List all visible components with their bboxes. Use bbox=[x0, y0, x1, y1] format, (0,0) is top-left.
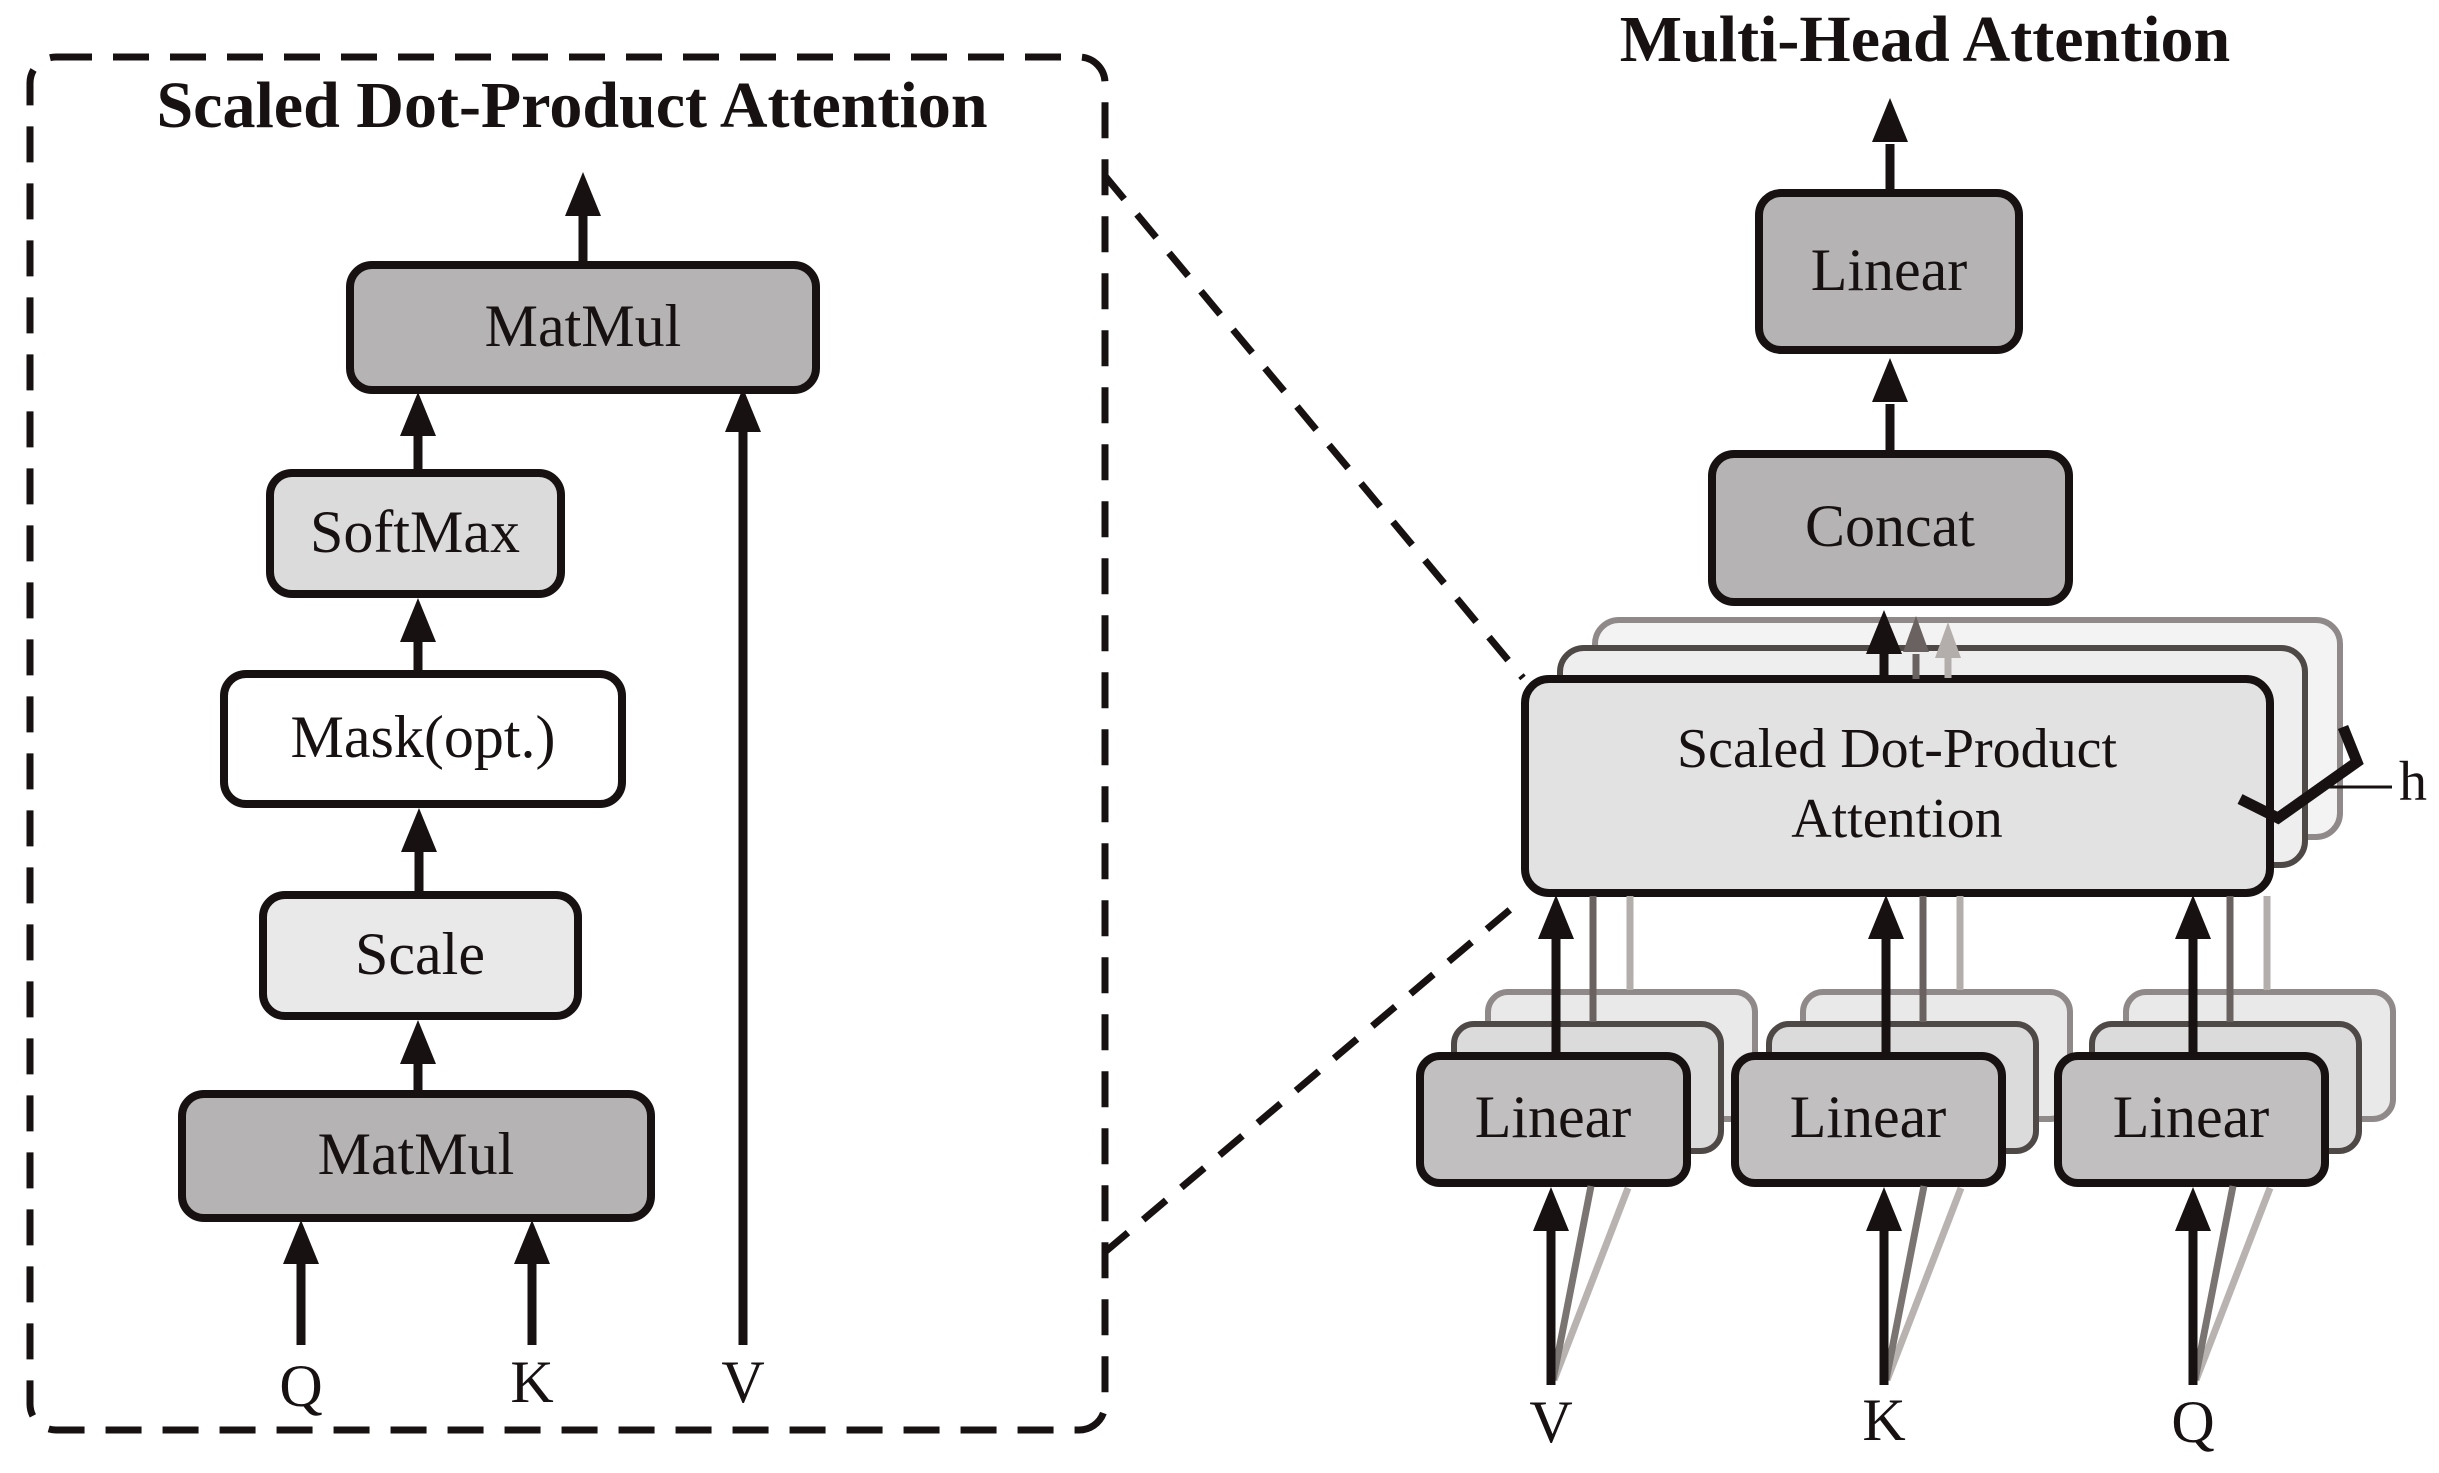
matmul-to-scale-arrowhead-icon bbox=[400, 1020, 436, 1064]
v-fan-line-back bbox=[1550, 1186, 1632, 1382]
k-fan-line-middle bbox=[1882, 1185, 1928, 1381]
mask-to-softmax-arrowhead-icon bbox=[400, 598, 436, 642]
sdpa-to-concat-arrowhead-front-icon bbox=[1866, 610, 1902, 654]
matmul-bottom-label: MatMul bbox=[318, 1121, 515, 1187]
linear-k-plate-front bbox=[1731, 1052, 2006, 1187]
linear-v-label: Linear bbox=[1475, 1084, 1632, 1150]
matmul-top-block: MatMul bbox=[346, 261, 820, 394]
linear-q-plate-front bbox=[2054, 1052, 2329, 1187]
linear-stack-v: Linear bbox=[1416, 989, 1758, 1187]
sdpa-stack: Scaled Dot-Product Attention bbox=[1521, 617, 2343, 897]
mask-box bbox=[220, 670, 626, 808]
left-panel-title: Scaled Dot-Product Attention bbox=[156, 69, 987, 142]
v-fan-line-middle bbox=[1549, 1185, 1595, 1381]
linear-out-label: Linear bbox=[1811, 237, 1968, 303]
v-input-arrowhead-icon bbox=[725, 388, 761, 432]
scale-label: Scale bbox=[355, 921, 485, 987]
softmax-box bbox=[266, 469, 565, 598]
concat-block: Concat bbox=[1708, 450, 2073, 606]
matmul-bottom-box bbox=[178, 1090, 655, 1222]
mha-output-arrowhead-icon bbox=[1872, 98, 1908, 142]
softmax-label: SoftMax bbox=[310, 499, 520, 565]
multi-head-attention-panel: Multi-Head Attention Linear Concat Scale… bbox=[1416, 3, 2427, 1455]
k-input-arrowhead-icon bbox=[514, 1220, 550, 1264]
sdpa-plate-front bbox=[1521, 675, 2274, 897]
v-to-sdpa-arrowhead-icon bbox=[1538, 895, 1574, 939]
softmax-block: SoftMax bbox=[266, 469, 565, 598]
k-input-label: K bbox=[510, 1349, 553, 1415]
sdpa-to-concat-arrowhead-middle-icon bbox=[1903, 616, 1929, 652]
mask-block: Mask(opt.) bbox=[220, 670, 626, 808]
mask-label: Mask(opt.) bbox=[291, 704, 556, 770]
q-input-label: Q bbox=[279, 1353, 322, 1419]
linear-out-box bbox=[1755, 189, 2023, 354]
sdpa-to-concat-arrowhead-back-icon bbox=[1935, 622, 1961, 658]
q-fan-arrowhead-icon bbox=[2175, 1187, 2211, 1231]
q-fan-line-middle bbox=[2191, 1185, 2237, 1381]
scale-block: Scale bbox=[259, 891, 582, 1020]
concat-box bbox=[1708, 450, 2073, 606]
linear-stack-k: Linear bbox=[1731, 989, 2073, 1187]
softmax-to-matmul-arrowhead-icon bbox=[400, 392, 436, 436]
linear-v-plate-front bbox=[1416, 1052, 1691, 1187]
scale-box bbox=[259, 891, 582, 1020]
matmul-top-label: MatMul bbox=[485, 293, 682, 359]
q-to-sdpa-arrowhead-icon bbox=[2175, 895, 2211, 939]
mha-q-input-label: Q bbox=[2171, 1389, 2214, 1455]
q-input-arrowhead-icon bbox=[283, 1220, 319, 1264]
mha-k-input-label: K bbox=[1862, 1387, 1905, 1453]
zoom-connector-top bbox=[1102, 173, 1526, 681]
head-count-label: h bbox=[2399, 751, 2427, 813]
concat-label: Concat bbox=[1805, 493, 1975, 559]
scaled-dot-product-attention-panel: Scaled Dot-Product Attention MatMul Soft… bbox=[26, 53, 1109, 1434]
k-fan-line-back bbox=[1883, 1186, 1965, 1382]
sdpa-label-line2: Attention bbox=[1791, 788, 2003, 850]
sdpa-label-line1: Scaled Dot-Product bbox=[1677, 718, 2118, 780]
q-fan-line-back bbox=[2192, 1186, 2274, 1382]
head-count-tick-icon bbox=[2237, 724, 2364, 825]
head-count-annotation: h bbox=[2237, 724, 2427, 825]
linear-to-sdpa-arrows bbox=[1538, 895, 2271, 1054]
right-panel-title: Multi-Head Attention bbox=[1620, 3, 2230, 76]
v-input-label: V bbox=[721, 1349, 764, 1415]
k-fan-arrowhead-icon bbox=[1866, 1187, 1902, 1231]
input-fans bbox=[1533, 1185, 2274, 1385]
linear-q-label: Linear bbox=[2113, 1084, 2270, 1150]
mha-v-input-label: V bbox=[1529, 1389, 1572, 1455]
v-fan-arrowhead-icon bbox=[1533, 1187, 1569, 1231]
zoom-connector-bottom bbox=[1102, 894, 1528, 1255]
dashed-panel-border bbox=[26, 53, 1109, 1434]
linear-stack-q: Linear bbox=[2054, 989, 2396, 1187]
sdpa-to-concat-arrows bbox=[1866, 610, 1961, 679]
matmul-bottom-block: MatMul bbox=[178, 1090, 655, 1222]
left-output-arrowhead-icon bbox=[565, 172, 601, 216]
linear-k-label: Linear bbox=[1790, 1084, 1947, 1150]
k-to-sdpa-arrowhead-icon bbox=[1868, 895, 1904, 939]
linear-out-block: Linear bbox=[1755, 189, 2023, 354]
concat-to-linear-arrowhead-icon bbox=[1872, 358, 1908, 402]
scale-to-mask-arrowhead-icon bbox=[401, 808, 437, 852]
matmul-top-box bbox=[346, 261, 820, 394]
